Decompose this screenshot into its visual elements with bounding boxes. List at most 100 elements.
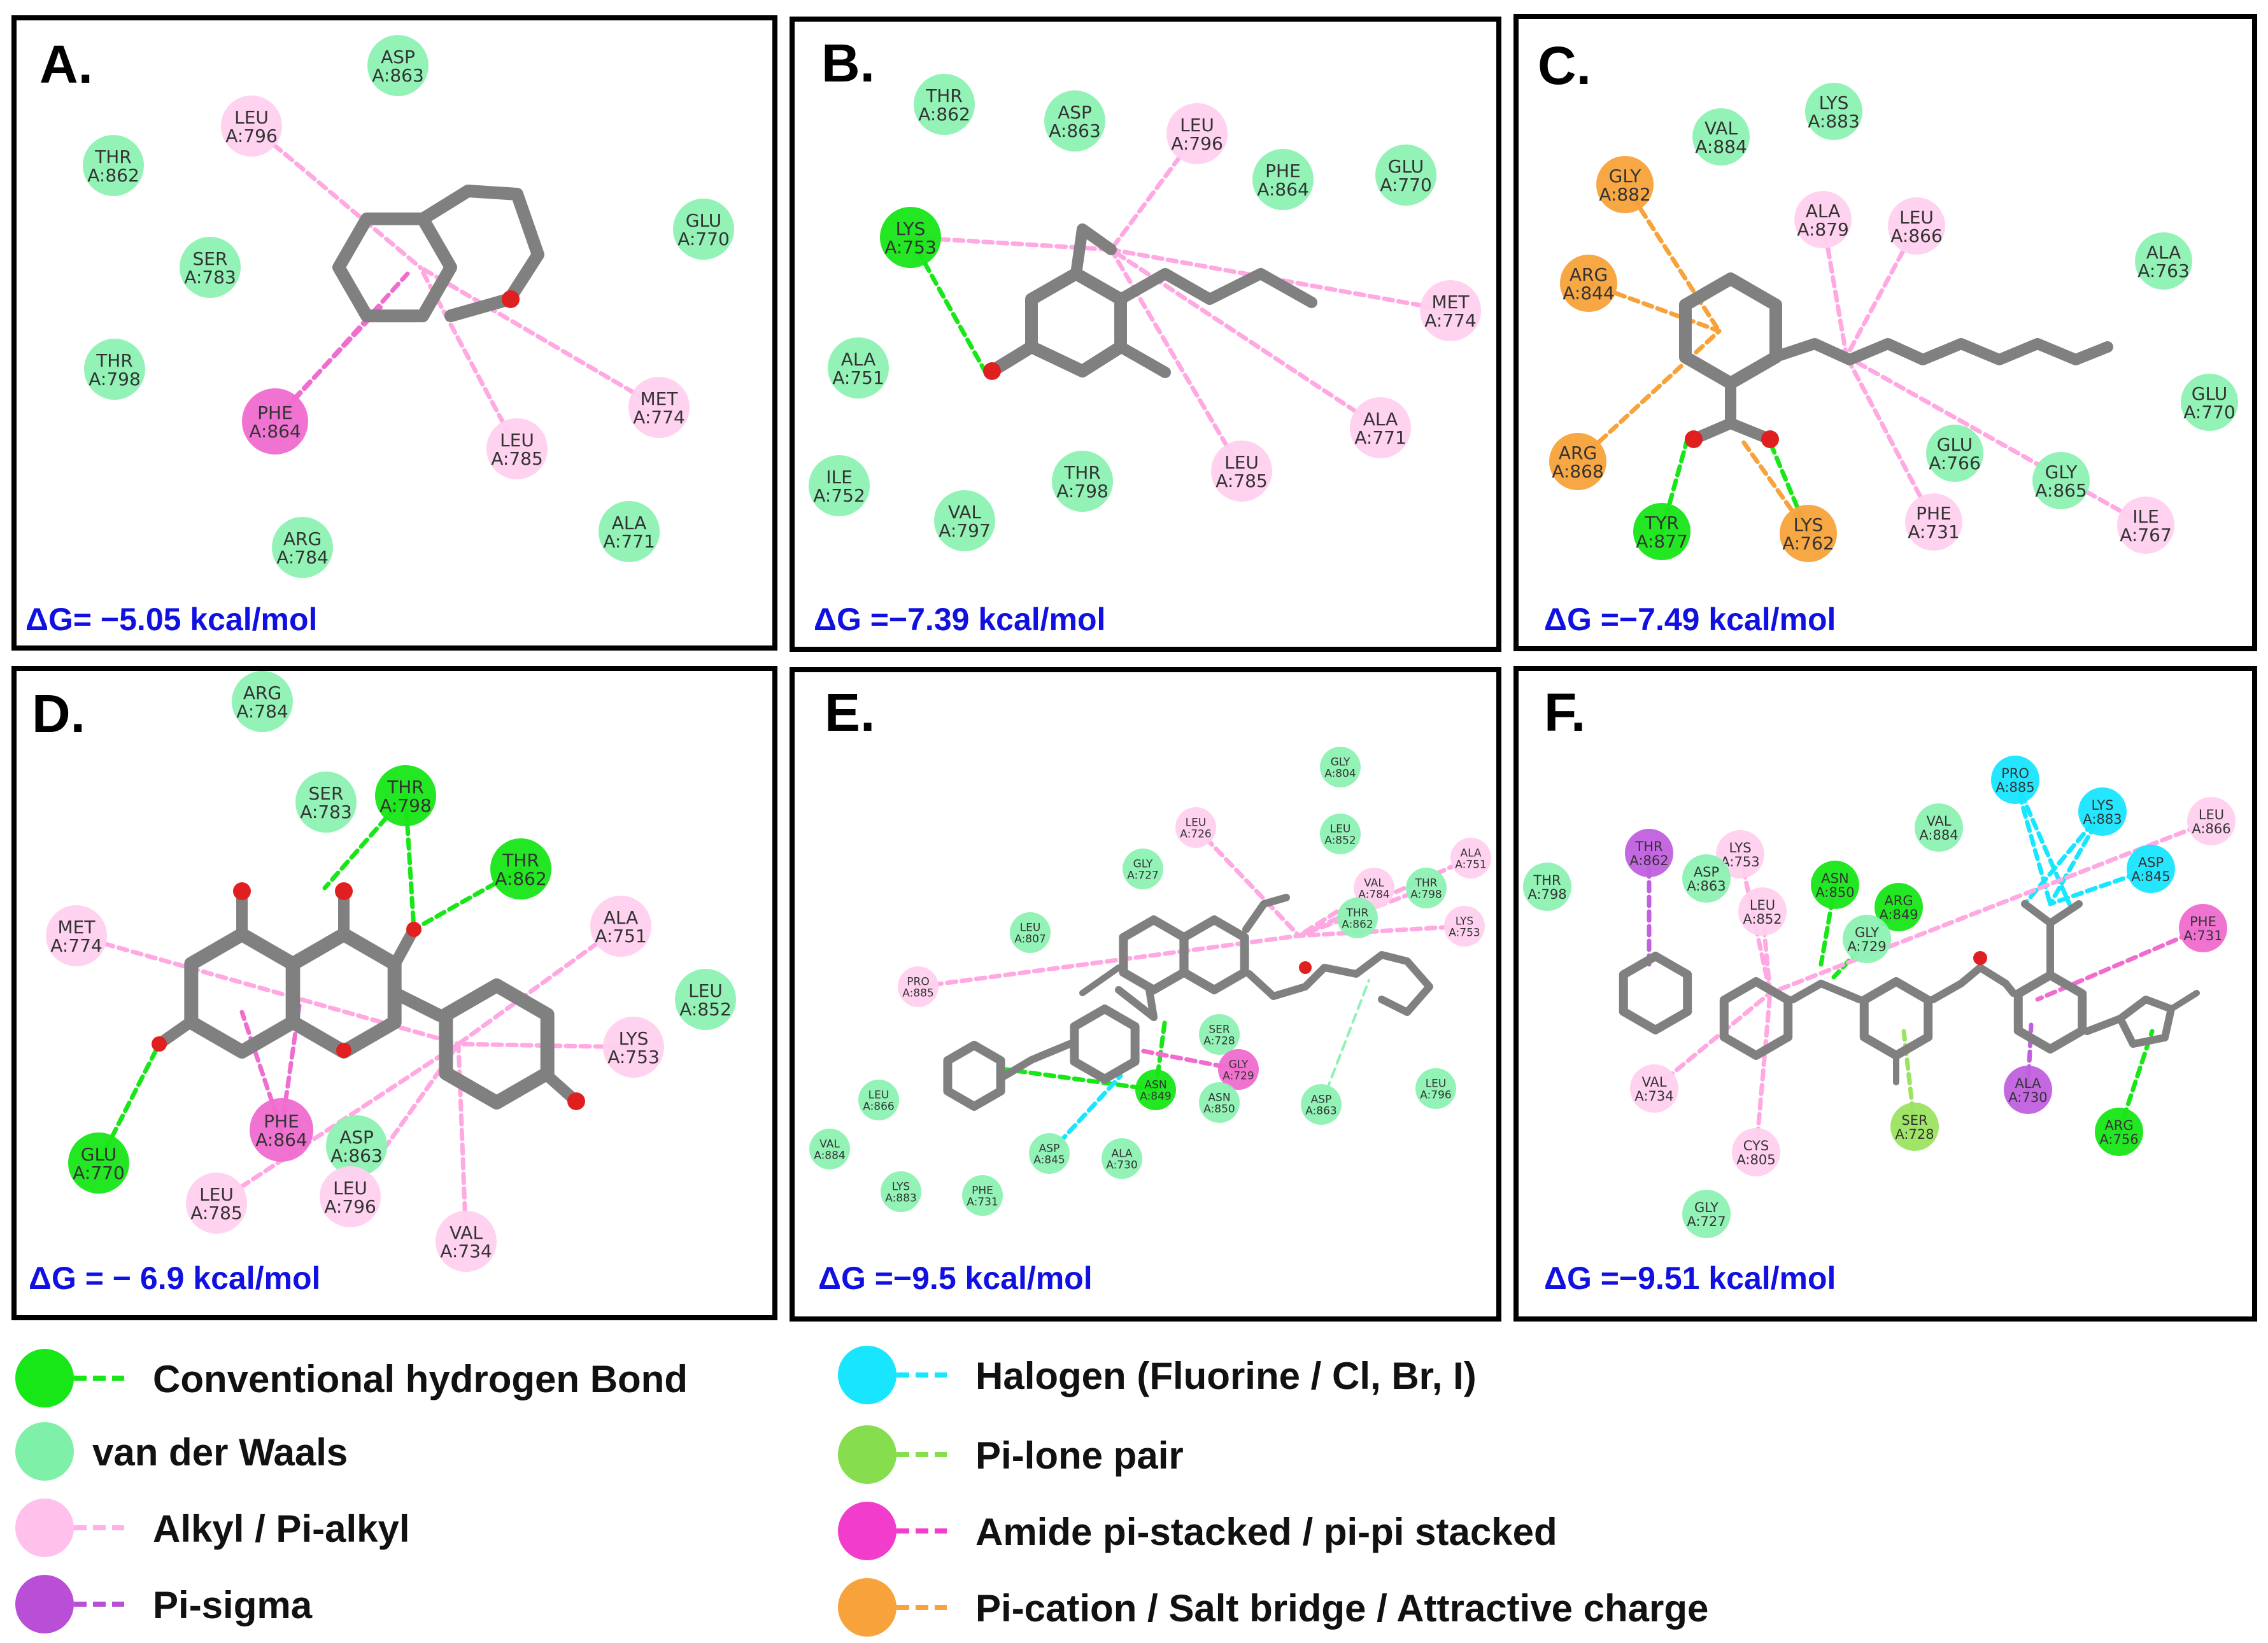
residue-name: LEU — [868, 1089, 889, 1101]
residue-name: VAL — [1364, 877, 1384, 889]
residue-name: THR — [925, 85, 963, 106]
interaction-line-a-met774 — [418, 265, 662, 410]
residue-disc — [436, 1211, 497, 1272]
residue-disc — [2179, 904, 2227, 952]
residue-name: LYS — [1819, 92, 1849, 113]
residue-name: ALA — [612, 512, 647, 533]
residue-name: TYR — [1644, 512, 1679, 533]
residue-disc — [1596, 156, 1654, 213]
residue-disc — [2187, 797, 2236, 845]
ligand-d-oxygen-atom-5 — [233, 882, 251, 900]
residue-disc — [1732, 1128, 1780, 1176]
residue-name: LEU — [688, 980, 723, 1001]
legend-label: Halogen (Fluorine / Cl, Br, I) — [975, 1355, 1477, 1397]
legend-label: Pi-sigma — [153, 1584, 313, 1626]
residue-code: A:774 — [50, 935, 103, 956]
residue-disc — [1337, 898, 1378, 938]
residue-code: A:797 — [939, 520, 991, 541]
residue-disc — [2078, 787, 2127, 836]
legend-swatch — [15, 1498, 74, 1557]
residue-name: ALA — [1460, 847, 1481, 859]
residue-code: A:862 — [1342, 918, 1373, 931]
residue-disc — [1991, 756, 2039, 804]
residue-code: A:767 — [2120, 525, 2172, 546]
residue-code: A:864 — [249, 421, 301, 442]
residue-disc — [83, 135, 144, 196]
residue-disc — [1888, 197, 1945, 255]
residue-code: A:883 — [885, 1192, 917, 1204]
residue-name: LEU — [1020, 921, 1041, 934]
legend-item-hbond: Conventional hydrogen Bond — [15, 1349, 688, 1407]
residue-disc — [1166, 103, 1228, 164]
ligand-f-aryl-ring — [2013, 971, 2087, 1054]
residue-code: A:864 — [255, 1129, 308, 1150]
residue-disc — [2181, 374, 2238, 431]
residue-code: A:798 — [379, 795, 432, 816]
residue-disc — [1682, 854, 1731, 903]
residue-code: A:884 — [1695, 136, 1747, 157]
residue-code: A:850 — [1203, 1103, 1235, 1115]
residue-name: ILE — [2132, 506, 2159, 527]
residue-disc — [1875, 883, 1923, 931]
ligand-f-imidazole-methyl — [2168, 990, 2200, 1012]
interaction-line-d-ala751 — [456, 924, 623, 1047]
legend-item-pilone: Pi-lone pair — [838, 1425, 1184, 1484]
legend-item-salt: Pi-cation / Salt bridge / Attractive cha… — [838, 1578, 1708, 1637]
residue-disc — [1905, 493, 1962, 551]
residue-code: A:752 — [813, 485, 865, 506]
residue-name: ASN — [1208, 1091, 1230, 1104]
residue-name: THR — [1634, 839, 1662, 854]
residue-disc — [1890, 1103, 1939, 1151]
ligand-f-oxygen-atom — [1973, 951, 1987, 965]
residue-name: PRO — [907, 975, 929, 988]
ligand-e-pyridine-ring — [943, 1041, 1005, 1111]
panel-texts: A. ΔG= −5.05 kcal/mol B. ΔG =−7.39 kcal/… — [25, 33, 1836, 1296]
residue-name: ALA — [604, 907, 639, 928]
residue-disc — [590, 896, 651, 957]
residue-disc — [1450, 838, 1491, 878]
residue-name: ARG — [243, 682, 281, 703]
residue-disc — [1560, 255, 1617, 312]
ligand-b-side-chain — [1115, 268, 1317, 308]
residue-disc — [603, 1017, 664, 1078]
residue-name: ARG — [1884, 893, 1913, 908]
residue-disc — [84, 339, 145, 400]
residue-disc — [1633, 503, 1690, 560]
residue-code: A:796 — [1171, 133, 1223, 154]
residue-code: A:798 — [1410, 888, 1442, 901]
panel-d-label: D. — [32, 684, 85, 744]
residue-code: A:862 — [495, 868, 547, 889]
panel-f-frame — [1513, 666, 2257, 1322]
residue-disc — [1252, 149, 1314, 210]
residue-disc — [1716, 830, 1764, 878]
residue-code: A:866 — [2192, 821, 2230, 836]
residue-code: A:852 — [679, 999, 732, 1020]
residue-disc — [1406, 868, 1447, 908]
residue-name: GLU — [1388, 156, 1424, 177]
residue-name: ARG — [1570, 264, 1608, 285]
residue-code: A:784 — [236, 701, 288, 722]
residue-name: VAL — [1926, 814, 1951, 829]
residue-name: GLY — [1855, 925, 1879, 940]
ligand-f-amine-link — [1789, 980, 1863, 1003]
ligand-f-trifluoromethyl-b — [2046, 900, 2083, 927]
residue-code: A:866 — [863, 1100, 895, 1113]
residue-name: LYS — [1794, 514, 1824, 535]
residue-name: ILE — [826, 467, 853, 488]
residue-code: A:785 — [491, 448, 543, 469]
